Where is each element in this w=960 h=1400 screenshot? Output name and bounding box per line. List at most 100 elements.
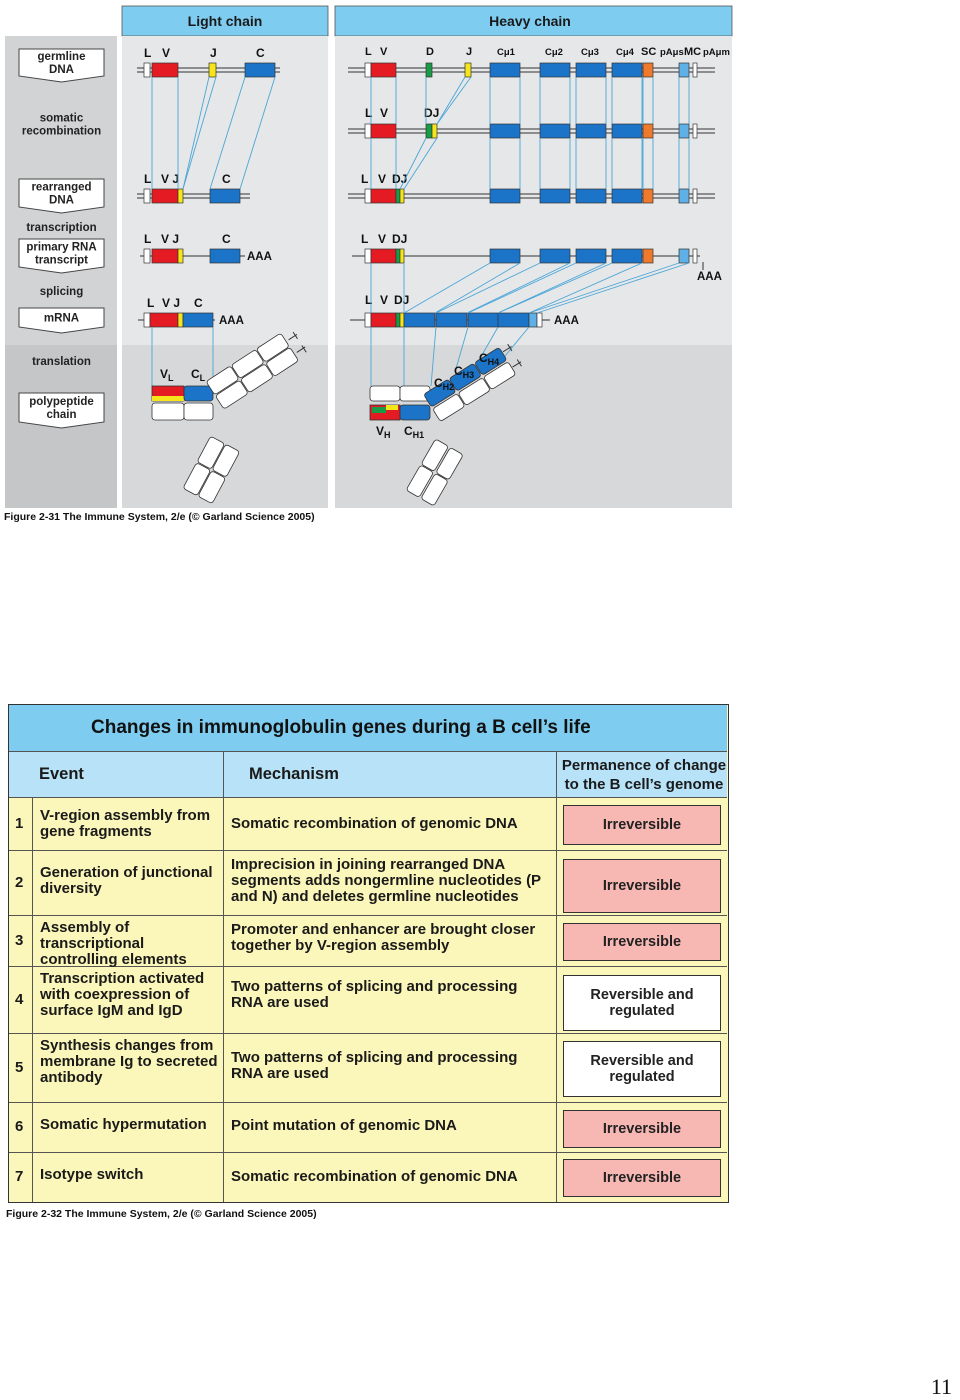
mc-exon-mrna — [528, 312, 538, 328]
partner-domain — [458, 378, 490, 405]
stage-label-rearranged: DNA — [49, 195, 74, 207]
mechanism-header-cell: Mechanism — [224, 752, 557, 797]
row-number: 1 — [15, 814, 24, 832]
mechanism-text: Somatic recombination of genomic DNA — [231, 1168, 518, 1185]
sc-exon — [642, 188, 654, 204]
c-mu-4-exon — [611, 123, 643, 139]
pa-site — [536, 312, 543, 328]
v-segment — [370, 312, 397, 328]
event-header-cell: Event — [9, 752, 224, 797]
connector-line — [403, 262, 491, 314]
heavy-domain — [206, 366, 239, 395]
antibody-arm-lower — [183, 436, 240, 504]
label-CH2-sub: H2 — [443, 382, 455, 392]
heavy-chain-panel-lower — [335, 345, 732, 508]
label-AAA: AAA — [697, 271, 722, 283]
pa-site — [692, 188, 698, 204]
permanence-badge: Irreversible — [563, 805, 721, 845]
connector-line — [182, 76, 217, 190]
sc-exon — [642, 62, 654, 78]
j-segment — [399, 312, 405, 328]
stage-box-rearranged — [18, 178, 105, 214]
v-segment — [149, 312, 179, 328]
stage-label-splicing: splicing — [40, 286, 83, 298]
stage-label-mrna: mRNA — [44, 313, 79, 325]
row-number-cell: 2 — [9, 851, 33, 915]
label-CH3-sub: H3 — [463, 370, 475, 380]
c-mu-3-exon — [575, 248, 607, 264]
j-segment — [208, 62, 217, 78]
page-number: 11 — [930, 1374, 952, 1399]
c-mu-1-exon-mrna — [403, 312, 436, 328]
j-segment — [464, 62, 472, 78]
label-V: V — [380, 106, 388, 120]
c-mu-2-exon — [539, 248, 571, 264]
event-header: Event — [39, 765, 84, 783]
stage-label-germline: DNA — [49, 64, 74, 76]
v-segment — [370, 62, 397, 78]
label-CH1-sub: H1 — [413, 430, 425, 440]
event-text: Synthesis changes from membrane Ig to se… — [40, 1037, 218, 1086]
leader-segment — [143, 248, 151, 264]
membrane-anchor — [502, 343, 522, 368]
j-segment — [177, 312, 184, 328]
light-domain — [198, 471, 226, 504]
label-L: L — [365, 46, 372, 58]
connector-line — [454, 326, 469, 373]
mechanism-header: Mechanism — [249, 765, 339, 783]
heavy-domain — [231, 350, 264, 378]
row-number-cell: 5 — [9, 1034, 33, 1102]
label-Cmu2: Cμ2 — [545, 47, 563, 58]
stage-label-polypeptide: polypeptide — [29, 396, 94, 408]
event-text: Transcription activated with coexpressio… — [40, 970, 205, 1019]
leader-segment — [143, 188, 151, 204]
row-number: 7 — [15, 1167, 24, 1185]
connector-line — [239, 76, 276, 190]
permanence-badge: Reversible and regulated — [563, 975, 721, 1031]
c-mu-4-exon-mrna — [497, 312, 530, 328]
table-header-row: Event Mechanism Permanence of change to … — [9, 752, 727, 798]
permanence-badge: Reversible and regulated — [563, 1041, 721, 1097]
mechanism-text: Point mutation of genomic DNA — [231, 1117, 457, 1134]
connector-line — [466, 262, 571, 314]
mechanism-cell: Two patterns of splicing and processing … — [224, 1034, 557, 1102]
label-CH4-sub: H4 — [488, 357, 500, 367]
v-segment — [151, 62, 179, 78]
partner-domain — [433, 394, 465, 421]
event-cell: Generation of junctional diversity — [33, 851, 224, 915]
figure-2-32-caption: Figure 2-32 The Immune System, 2/e (© Ga… — [6, 1208, 317, 1220]
connector-line — [528, 262, 680, 314]
label-VJ: V J — [162, 296, 180, 310]
label-CH2: CH2 — [434, 376, 454, 392]
connector-line — [430, 326, 437, 387]
row-number: 6 — [15, 1118, 24, 1135]
stage-label-translation: translation — [32, 356, 91, 368]
label-MC: MC — [684, 46, 701, 58]
vl-j-stripe — [152, 396, 184, 401]
c-mu-4-exon — [611, 62, 643, 78]
label-CH3-main: C — [454, 364, 463, 378]
mc-exon — [678, 248, 690, 264]
ch-domain — [449, 363, 481, 391]
light-domain — [183, 463, 211, 496]
label-AAA: AAA — [219, 315, 244, 327]
connector-line — [434, 262, 521, 314]
table-title-bar: Changes in immunoglobulin genes during a… — [9, 705, 727, 752]
c-mu-1-exon — [489, 62, 521, 78]
mechanism-cell: Two patterns of splicing and processing … — [224, 967, 557, 1033]
sc-exon — [642, 248, 654, 264]
label-DJ: DJ — [424, 106, 439, 120]
c-segment — [209, 188, 241, 204]
label-V: V — [380, 46, 388, 58]
heavy-domain — [216, 380, 248, 409]
c-mu-2-exon-mrna — [435, 312, 468, 328]
heavy-domain — [257, 333, 289, 362]
v-segment — [370, 123, 397, 139]
permanence-cell: Irreversible — [557, 851, 727, 915]
table-title: Changes in immunoglobulin genes during a… — [91, 717, 591, 738]
domain — [421, 474, 448, 506]
event-cell: Synthesis changes from membrane Ig to se… — [33, 1034, 224, 1102]
